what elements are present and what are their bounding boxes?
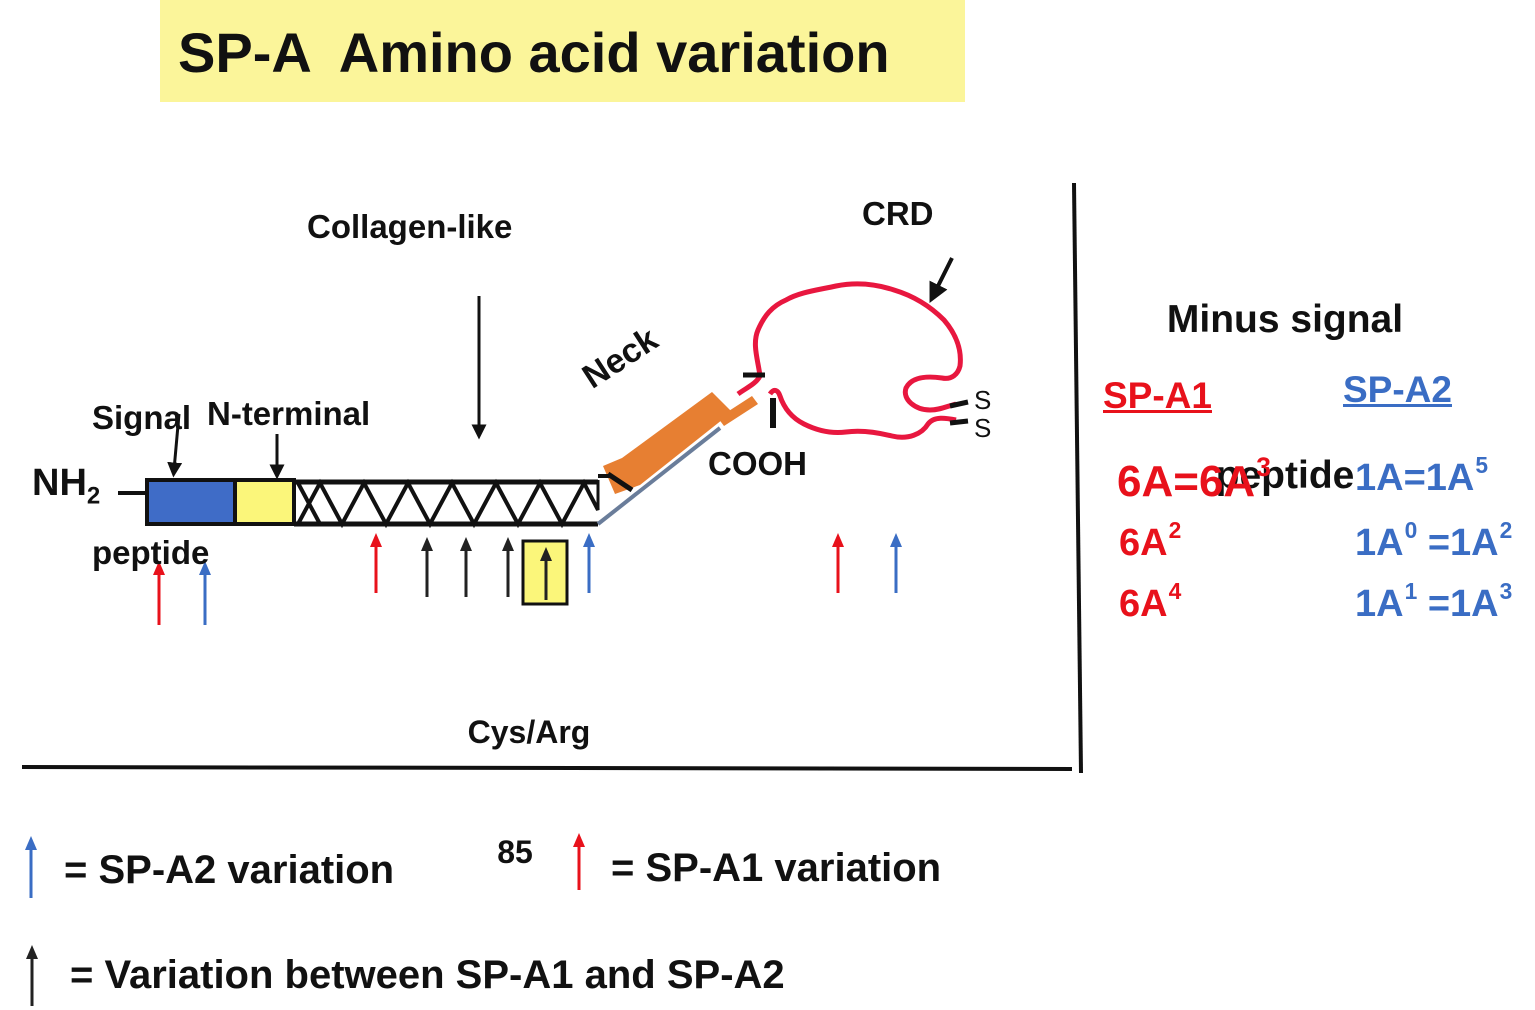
crd-pointer-arrow	[929, 257, 954, 303]
sp-a2-variation-arrow	[199, 561, 211, 625]
sp-a1-variation-arrow	[832, 533, 844, 593]
legend-between-text: = Variation between SP-A1 and SP-A2	[70, 953, 785, 997]
crd-loop	[736, 281, 969, 440]
sp-a2-variant-2: 1A0 =1A2	[1355, 517, 1513, 565]
sp-a2-variation-arrow	[583, 533, 595, 593]
n-terminal-box	[233, 478, 296, 526]
n-terminal-label: N-terminal	[207, 395, 371, 432]
sp-a2-variant-3: 1A1 =1A3	[1355, 578, 1513, 626]
variation-arrows	[153, 533, 902, 625]
signal-peptide-pointer-arrow	[167, 413, 183, 478]
sp-a2-variation-arrow	[890, 533, 902, 593]
cooh-label: COOH	[708, 445, 807, 482]
page-title: SP-A Amino acid variation	[178, 21, 890, 84]
vertical-divider-line	[1072, 182, 1083, 774]
sp-a1-variation-arrow	[370, 533, 382, 593]
legend-sp-a2-text: = SP-A2 variation	[64, 848, 395, 892]
legend-arrows	[25, 833, 585, 1006]
crd-label: CRD	[862, 195, 934, 232]
sp-a2-variant-1: 1A=1A5	[1355, 452, 1489, 500]
sp-a2-heading: SP-A2	[1343, 369, 1452, 410]
between-variation-arrow	[421, 537, 433, 597]
title-banner	[160, 0, 965, 102]
neck-domain	[596, 392, 758, 526]
legend-sp-a2-arrow-icon	[25, 836, 37, 898]
legend-sp-a1-text: = SP-A1 variation	[611, 846, 942, 890]
signal-peptide-label: Signal peptide	[92, 399, 210, 571]
cys-arg-85-variation-arrow	[540, 547, 552, 600]
sp-a1-variant-2: 6A2	[1119, 517, 1182, 565]
disulfide-s-labels: S S	[974, 385, 992, 443]
bottom-divider-line	[21, 765, 1073, 771]
sp-a1-variant-3: 6A4	[1119, 578, 1182, 626]
sp-a1-heading: SP-A1	[1103, 375, 1212, 416]
nh2-label: NH2	[32, 462, 101, 510]
collagen-like-label: Collagen-like	[307, 208, 513, 245]
between-variation-arrow	[502, 537, 514, 597]
collagen-like-domain	[294, 478, 600, 529]
minus-signal-peptide-heading: Minus signal peptide	[1166, 298, 1404, 497]
sp-a1-variant-1: 6A=6A3	[1117, 452, 1271, 506]
cys-arg-85-label: Cys/Arg 85	[467, 714, 591, 870]
sp-a1-variation-arrow	[153, 561, 165, 625]
legend-between-arrow-icon	[26, 945, 38, 1006]
between-variation-arrow	[460, 537, 472, 597]
legend-sp-a1-arrow-icon	[573, 833, 585, 890]
